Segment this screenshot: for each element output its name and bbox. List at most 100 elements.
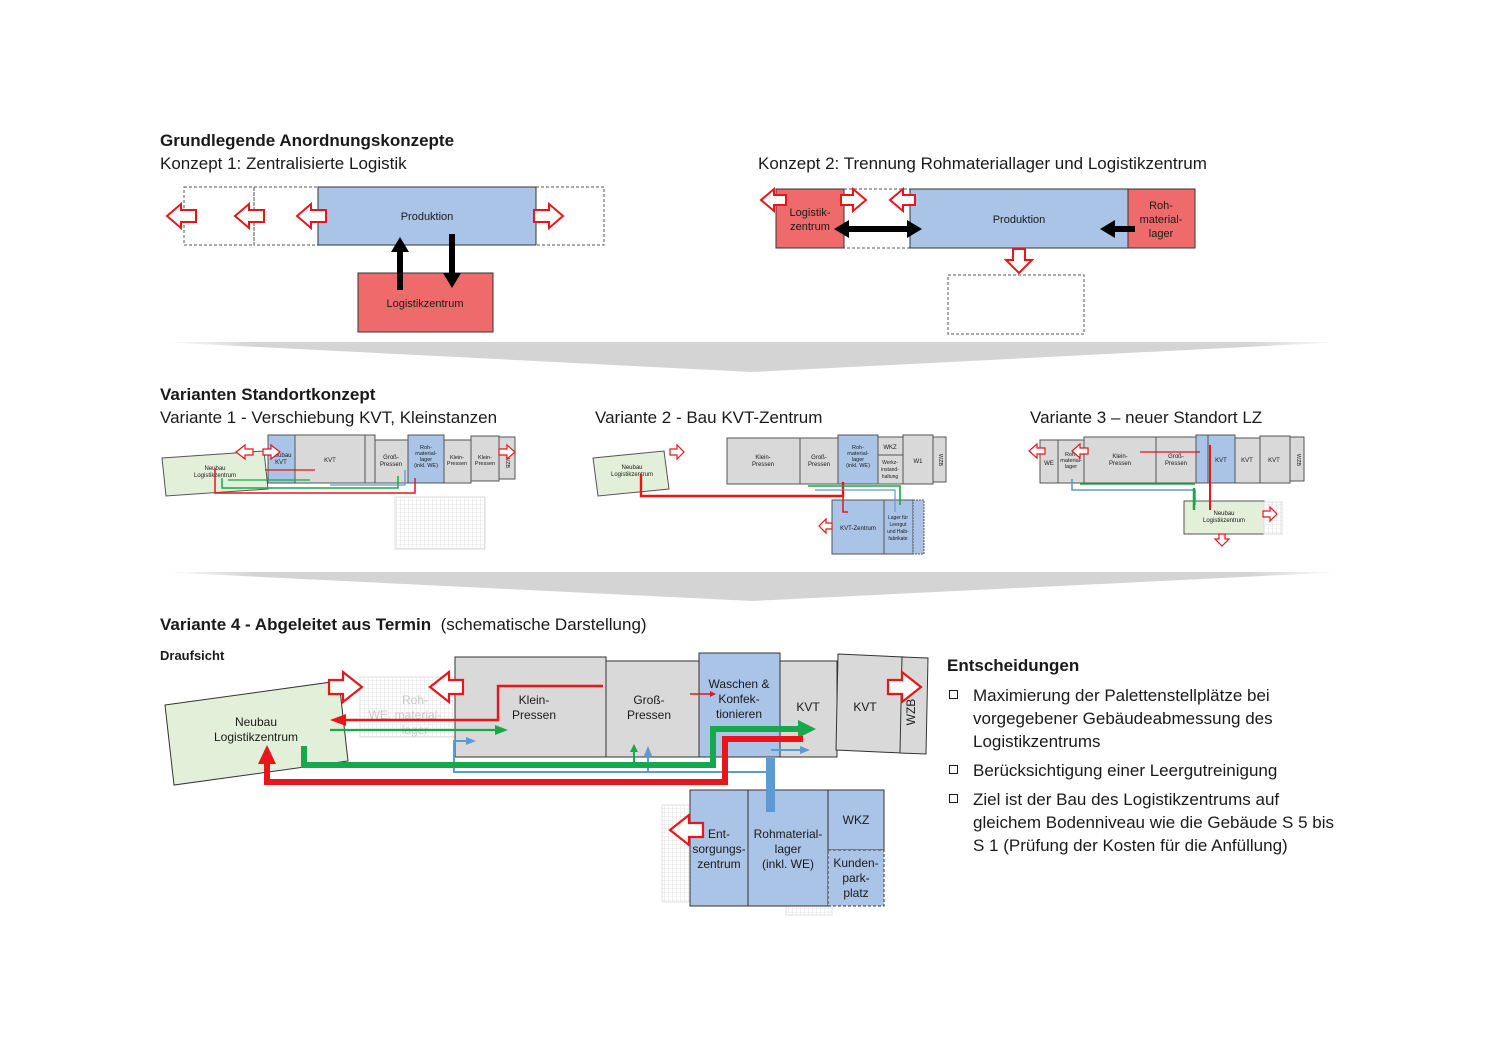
v1-kvt-label: KVT	[324, 458, 336, 464]
v2-gross-label-2: Pressen	[808, 462, 830, 468]
v3-raw-label-2: material-	[1060, 458, 1082, 464]
v2-klein-label-2: Pressen	[752, 462, 774, 468]
v2-werk-label-3: haltung	[882, 474, 899, 480]
v3-right-arrow-icon	[1262, 505, 1278, 523]
c1-left-arrow-icon-2	[233, 201, 265, 231]
v2-red-flow	[639, 474, 845, 498]
v1-right-arrow-icon-2	[498, 443, 516, 461]
variant3-heading: Variante 3 – neuer Standort LZ	[1030, 408, 1263, 427]
v1-green-flow	[221, 476, 399, 489]
v2-lager-label-3: und Halb-	[887, 529, 909, 535]
decision-text: Berücksichtigung einer Leergutreinigung	[973, 761, 1278, 780]
c2-down-arrow-icon	[1003, 248, 1035, 275]
v4-kvt2-label: KVT	[853, 700, 877, 714]
v1-raw-label-4: (inkl. WE)	[414, 463, 438, 469]
c2-double-arrow-icon	[834, 220, 922, 238]
v4-klein-box	[454, 656, 607, 758]
v2-lager-label-4: fabrikate	[888, 536, 907, 542]
v1-raw-box	[407, 434, 445, 484]
v4-klein-label-2: Pressen	[512, 708, 556, 722]
variant4-heading: Variante 4 - Abgeleitet aus Termin (sche…	[160, 615, 647, 635]
v4-kunden-box	[827, 849, 885, 907]
v4-entsorgung-label-2: sorgungs-	[692, 842, 745, 856]
v2-wzb-label: WZB	[937, 454, 943, 467]
v4-entsorgung-box	[689, 789, 749, 907]
v4-washing-label-3: tionieren	[716, 707, 762, 721]
decisions-title: Entscheidungen	[947, 656, 1080, 675]
v4-washing-label-2: Konfek-	[718, 692, 759, 706]
bullet-square-icon	[949, 690, 958, 699]
v4-new-lz-label-1: Neubau	[235, 715, 277, 729]
v3-klein-label-1: Klein-	[1112, 454, 1127, 460]
v2-werk-label-1: Werkz-	[882, 460, 898, 466]
v1-red-flow	[214, 468, 416, 494]
c1-logistics-label: Logistikzentrum	[386, 298, 463, 310]
bullet-square-icon	[949, 765, 958, 774]
v1-raw-label-1: Roh-	[420, 445, 432, 451]
v4-kunden-label-1: Kunden-	[833, 856, 878, 870]
variants-heading: Varianten Standortkonzept	[160, 385, 376, 404]
v4-wzb-label: WZB	[904, 699, 918, 726]
concept1-heading: Konzept 1: Zentralisierte Logistik	[160, 154, 407, 173]
v4-red-arrowhead-1	[330, 714, 346, 726]
decisions-list: Maximierung der Palettenstellplätze bei …	[947, 684, 1347, 857]
v3-wash-box	[1195, 434, 1209, 484]
v4-red-arrowhead-2	[710, 691, 716, 697]
v4-left-arrow-icon-2	[668, 812, 705, 848]
c2-left-arrow-icon	[759, 186, 787, 214]
c2-production-label: Produktion	[993, 214, 1046, 226]
v3-new-lz-label-1: Neubau	[1213, 511, 1234, 517]
concept2-diagram: Logistik- zentrum Produktion Roh- materi…	[759, 186, 1196, 335]
c2-left-black-arrow-icon	[1100, 220, 1135, 238]
v1-gross-label-2: Pressen	[380, 462, 402, 468]
v3-kvt3-box	[1259, 435, 1291, 484]
v3-wzb-box	[1289, 436, 1305, 482]
v1-left-arrow-icon	[235, 443, 254, 461]
v4-raw-label-2: lager	[775, 842, 802, 856]
v2-new-lz-box	[592, 450, 670, 497]
v4-new-lz-label-2: Logistikzentrum	[214, 730, 298, 744]
v2-raw-label-1: Roh-	[852, 445, 864, 451]
variant2-heading: Variante 2 - Bau KVT-Zentrum	[595, 408, 823, 427]
v2-raw-label-4: (inkl. WE)	[846, 463, 870, 469]
c2-logistics-box	[775, 188, 845, 249]
v2-raw-label-3: lager	[852, 457, 864, 463]
decision-item: Maximierung der Palettenstellplätze bei …	[947, 684, 1347, 753]
v3-wzb-label: WZB	[1295, 454, 1301, 467]
v4-blue-trunk	[766, 758, 775, 812]
v3-klein-box	[1083, 436, 1157, 484]
v2-gross-label-1: Groß-	[811, 455, 827, 461]
concept1-diagram: Produktion Logistikzentrum	[165, 186, 605, 333]
v1-new-kvt-box	[267, 434, 296, 484]
v4-wkz-box	[827, 789, 885, 851]
v1-wzb-label: WZB	[504, 456, 510, 469]
v4-raw-label-1: Rohmaterial-	[754, 827, 823, 841]
v4-raw-label-3: (inkl. WE)	[762, 857, 814, 871]
v2-lager-label-2: Leergut	[890, 522, 908, 528]
v2-red-flow-2	[842, 490, 848, 513]
v2-wzb-box	[932, 436, 947, 483]
v1-klein2-label-2: Pressen	[475, 461, 495, 467]
v3-kvt1-label: KVT	[1215, 458, 1227, 464]
c2-right-arrow-icon	[840, 186, 868, 214]
v4-green-arrowhead-2	[798, 720, 816, 738]
v4-raw-box	[747, 789, 829, 907]
v4-gross-label-2: Pressen	[627, 708, 671, 722]
v2-blue-flow	[815, 489, 896, 512]
v2-werk-label-2: instand-	[881, 467, 899, 473]
v2-w1-box	[902, 434, 934, 485]
v4-klein-label-1: Klein-	[519, 693, 550, 707]
v4-blue-arrowhead-3	[800, 746, 810, 754]
bullet-square-icon	[949, 794, 958, 803]
c2-raw-label-1: Roh-	[1149, 200, 1173, 212]
variant4-heading-note: (schematische Darstellung)	[440, 615, 647, 634]
v4-green-arrowhead-3	[630, 744, 638, 752]
v2-new-lz-label-2: Logistikzentrum	[611, 472, 653, 478]
v4-ghost-label-1: Roh-	[402, 693, 428, 707]
v1-ghost-building	[394, 496, 486, 550]
v4-green-flow-main	[301, 726, 798, 768]
v2-lager-box	[883, 499, 914, 555]
v3-raw-label-3: lager	[1065, 464, 1077, 470]
decision-text: Maximierung der Palettenstellplätze bei …	[973, 686, 1273, 751]
c2-logistics-label-1: Logistik-	[790, 207, 831, 219]
